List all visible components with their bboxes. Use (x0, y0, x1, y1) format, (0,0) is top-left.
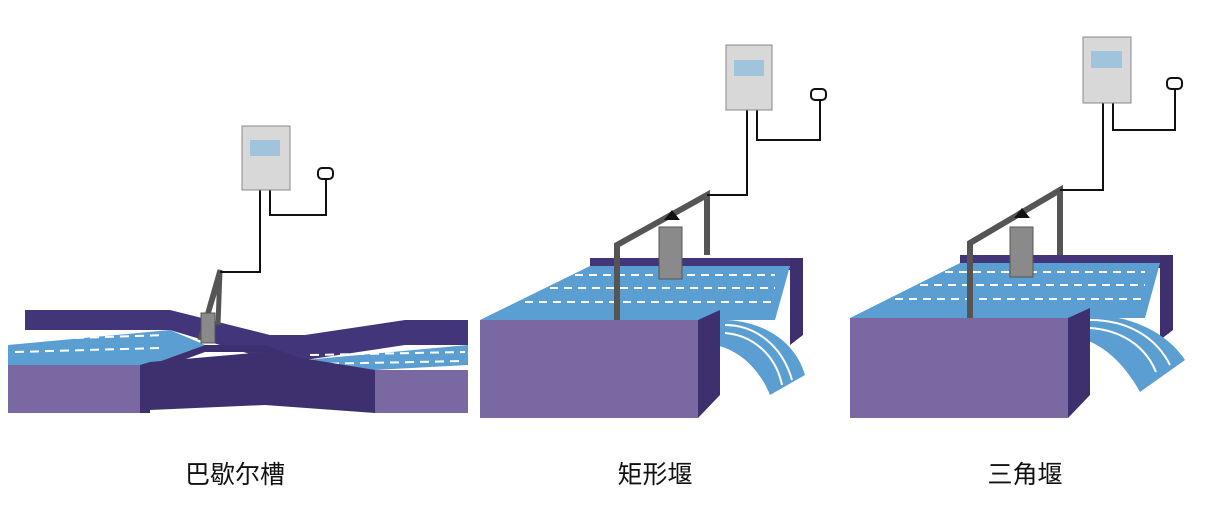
figure-caption: 矩形堰 (617, 460, 693, 489)
weir-side-wall (698, 310, 720, 418)
water-flow-lines (895, 271, 1145, 300)
transmitter-box (241, 125, 291, 191)
transmitter-box (725, 44, 773, 111)
weir-right-wall (790, 258, 803, 345)
transmitter-screen (1091, 51, 1122, 68)
signal-cable (707, 110, 748, 196)
rectangular-weir-figure: 矩形堰 (470, 0, 840, 515)
output-connector (810, 88, 827, 101)
output-connector (1166, 77, 1183, 90)
water-surface-left (8, 330, 205, 365)
sensor-bracket (614, 189, 710, 320)
rectangular-weir-diagram (480, 44, 827, 418)
signal-cable (220, 190, 261, 273)
level-sensor (1009, 226, 1034, 278)
output-cable (756, 100, 821, 141)
flume-converging-front (150, 352, 265, 410)
transmitter-screen (250, 140, 280, 156)
transmitter-screen (734, 60, 764, 76)
flume-back-wall (25, 310, 468, 360)
sensor-bracket (967, 184, 1063, 318)
figure-caption: 巴歇尔槽 (184, 460, 285, 489)
weir-front-wall (480, 320, 698, 418)
flume-throat (150, 345, 305, 372)
transmitter-box (1082, 36, 1132, 104)
level-sensor (658, 226, 683, 280)
triangular-weir-diagram (850, 36, 1185, 418)
parshall-flume-diagram (8, 125, 468, 413)
signal-cable (1060, 103, 1104, 191)
level-sensor (200, 312, 216, 344)
flume-outlet-front (375, 370, 468, 413)
weir-front-wall (850, 318, 1068, 418)
flume-inlet-front (8, 365, 140, 413)
sensor-mount (1014, 208, 1030, 218)
weir-side-wall (1068, 308, 1090, 418)
weir-right-wall (1160, 255, 1173, 340)
flume-diverging-front (265, 352, 375, 413)
parshall-flume-figure: 巴歇尔槽 (0, 0, 470, 515)
flume-inlet-side (140, 362, 150, 413)
sensor-mount (664, 210, 680, 220)
water-surface (480, 266, 790, 320)
output-cable (269, 180, 327, 216)
triangular-weir-figure: 三角堰 (840, 0, 1210, 515)
figure-caption: 三角堰 (987, 460, 1063, 489)
output-cable (1112, 90, 1176, 131)
water-surface (850, 263, 1160, 318)
weir-overflow (715, 319, 805, 395)
water-flow-lines (14, 334, 466, 365)
weir-overflow (1075, 314, 1185, 392)
output-connector (317, 167, 334, 180)
